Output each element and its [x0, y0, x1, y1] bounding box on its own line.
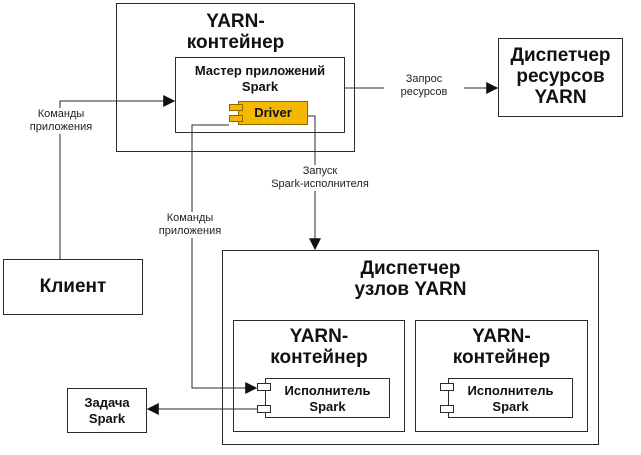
task-box: Задача Spark	[67, 388, 147, 433]
executor-left-port-1	[257, 383, 271, 391]
executor-left-port-2	[257, 405, 271, 413]
label-app-commands-mid: Команды приложения	[145, 212, 235, 238]
node-manager-title: Диспетчер узлов YARN	[354, 258, 467, 300]
yarn-container-left-title: YARN- контейнер	[270, 326, 368, 368]
edge-app-commands-mid	[191, 124, 258, 394]
driver-box: Driver	[238, 101, 308, 125]
label-launch-executor: Запуск Spark-исполнителя	[260, 165, 380, 191]
executor-right-port-2	[440, 405, 454, 413]
client-title: Клиент	[39, 276, 107, 297]
driver-port-1	[229, 104, 243, 111]
app-master-title: Мастер приложений Spark	[194, 63, 326, 94]
yarn-container-top-title: YARN- контейнер	[186, 11, 285, 53]
resource-manager-title: Диспетчер ресурсов YARN	[510, 45, 611, 108]
edge-launch-executor	[308, 115, 321, 251]
label-app-commands-top: Команды приложения	[16, 108, 106, 134]
executor-right-port-1	[440, 383, 454, 391]
edge-app-commands-top	[59, 95, 176, 259]
yarn-container-right-title: YARN- контейнер	[452, 326, 551, 368]
app-master-box: Мастер приложений Spark	[175, 57, 345, 133]
executor-right-box: Исполнитель Spark	[448, 378, 573, 418]
driver-port-2	[229, 115, 243, 122]
executor-right-title: Исполнитель Spark	[467, 383, 554, 414]
task-title: Задача Spark	[84, 395, 130, 426]
label-request-resources: Запрос ресурсов	[384, 73, 464, 99]
executor-left-title: Исполнитель Spark	[284, 383, 371, 414]
resource-manager-box: Диспетчер ресурсов YARN	[498, 38, 623, 117]
driver-title: Driver	[254, 105, 292, 120]
executor-left-box: Исполнитель Spark	[265, 378, 390, 418]
client-box: Клиент	[3, 259, 143, 315]
